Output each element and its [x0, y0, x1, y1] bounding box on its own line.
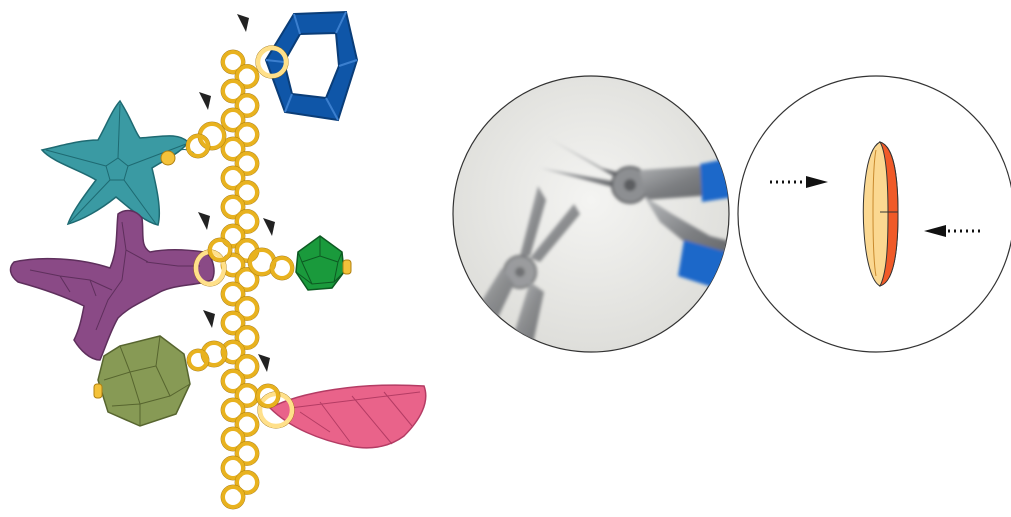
pointer-nugget-icon	[203, 310, 215, 328]
pointer-blue-icon	[237, 14, 249, 32]
chain-link	[223, 487, 243, 507]
olive-nugget-charm	[94, 336, 190, 426]
gold-bead-starfish	[161, 151, 175, 165]
pointer-starfish-icon	[199, 92, 211, 110]
open-jump-ring	[863, 142, 898, 286]
pointer-green-icon	[263, 218, 275, 236]
blue-square-charm	[266, 12, 357, 120]
pointer-coral-icon	[198, 212, 210, 230]
pointer-leaf-icon	[258, 354, 270, 372]
green-bead-charm	[296, 236, 351, 290]
charm-chain-illustration	[11, 12, 426, 509]
pliers-detail	[453, 76, 740, 352]
chain	[221, 50, 259, 509]
purple-coral-charm	[11, 211, 214, 360]
jump-ring-detail	[738, 76, 1011, 352]
